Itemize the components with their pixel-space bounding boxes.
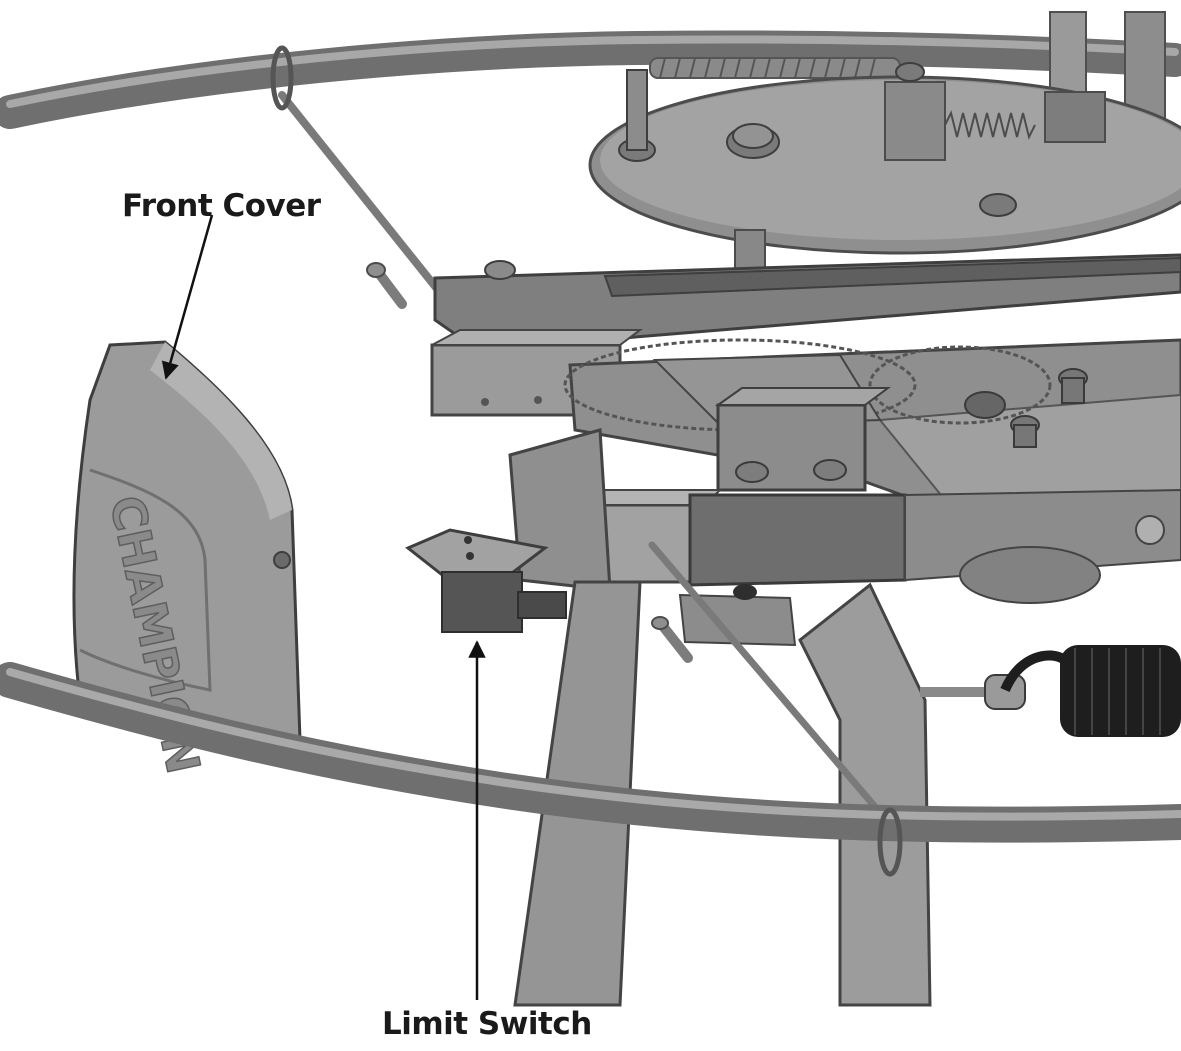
support-rod-lower	[648, 541, 892, 826]
lower-hoop-ring	[0, 662, 1181, 843]
upper-hoop-ring	[0, 30, 1181, 129]
return-spring	[920, 645, 1181, 737]
front-cover-arrow	[161, 214, 214, 380]
limit-switch	[405, 528, 567, 633]
support-rod-upper	[278, 91, 442, 294]
top-tension-spring	[649, 57, 901, 79]
loose-bolt-lower	[657, 620, 693, 663]
limit-switch-label: Limit Switch	[382, 1006, 592, 1042]
small-spring	[944, 110, 1036, 140]
throwing-arm-beam	[433, 253, 1181, 352]
bolt-bracket	[714, 387, 892, 492]
plate-bolts	[618, 62, 1017, 217]
front-cover-label: Front Cover	[122, 188, 321, 224]
loose-bolt-top	[366, 262, 407, 309]
